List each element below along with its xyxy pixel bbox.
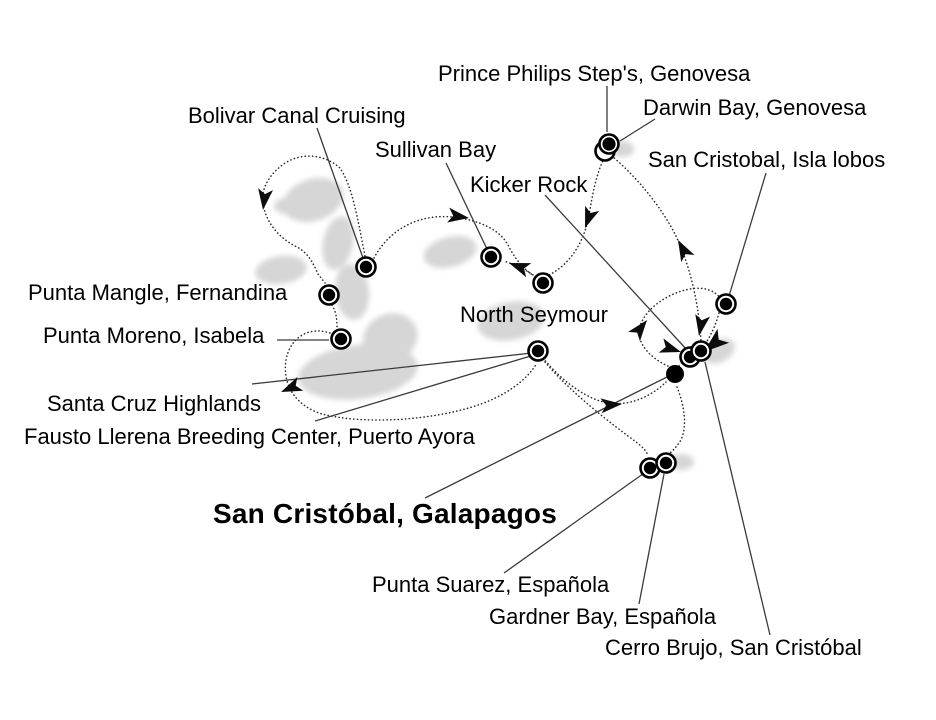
san-cristobal-port-marker — [666, 365, 684, 383]
route-mangle-moreno — [331, 304, 338, 328]
island-isabela-snout — [274, 198, 300, 214]
route-genovesa-seymour — [548, 157, 605, 276]
arrow-north-to-genovesa — [678, 240, 695, 263]
route-santacruz-espanola — [544, 361, 649, 457]
leader-cerro-brujo — [704, 361, 771, 636]
gardner-bay-marker — [655, 452, 677, 474]
arrow-to-sullivan-east — [447, 207, 469, 223]
label-darwin-bay: Darwin Bay, Genovesa — [643, 95, 867, 120]
route-santacruz-port — [542, 357, 667, 405]
label-sullivan-bay: Sullivan Bay — [375, 137, 497, 162]
island-santiago — [423, 236, 477, 268]
arrow-to-port — [600, 398, 622, 414]
label-fausto-llerena: Fausto Llerena Breeding Center, Puerto A… — [24, 424, 475, 449]
island-santa-cruz — [477, 301, 545, 341]
arrow-genovesa-south — [585, 205, 600, 228]
punta-mangle-marker — [318, 284, 340, 306]
bolivar-canal-marker — [355, 256, 377, 278]
leader-port-title — [424, 376, 668, 499]
north-seymour-marker — [532, 272, 554, 294]
arrow-to-islalobos — [628, 320, 647, 342]
label-punta-mangle: Punta Mangle, Fernandina — [28, 280, 288, 305]
leader-kicker-rock — [544, 194, 688, 351]
route-islalobos-cluster — [705, 312, 720, 344]
route-cluster-genovesa — [612, 156, 702, 341]
punta-moreno-marker — [330, 328, 352, 350]
leader-bolivar — [316, 127, 364, 259]
site-markers — [318, 133, 737, 479]
leader-fausto — [314, 354, 535, 422]
label-cerro-brujo: Cerro Brujo, San Cristóbal — [605, 635, 862, 660]
route-bolivar-seymour — [373, 215, 535, 277]
leader-isla-lobos — [728, 172, 767, 297]
arrow-into-sullivan — [509, 263, 532, 278]
label-punta-suarez: Punta Suarez, Española — [372, 572, 610, 597]
leader-sullivan — [445, 162, 488, 250]
label-gardner-bay: Gardner Bay, Española — [489, 604, 717, 629]
arrow-to-highlands — [281, 376, 304, 392]
island-isabela-body — [334, 264, 370, 320]
leader-punta-suarez — [503, 470, 648, 574]
route-isabela-loop — [261, 155, 366, 284]
arrow-into-cluster-left — [658, 338, 681, 353]
route-port-islalobos — [638, 287, 721, 367]
sullivan-bay-marker — [480, 246, 502, 268]
santa-cruz-marker — [527, 340, 549, 362]
label-bolivar-canal: Bolivar Canal Cruising — [188, 103, 406, 128]
leader-gardner-bay — [638, 473, 665, 605]
label-kicker-rock: Kicker Rock — [470, 172, 588, 197]
label-isla-lobos: San Cristobal, Isla lobos — [648, 147, 886, 172]
route-arrows — [258, 188, 730, 414]
label-north-seymour: North Seymour — [460, 302, 608, 327]
route-port-espanola — [667, 386, 686, 456]
island-isabela-neck — [322, 216, 354, 270]
genovesa-markers — [594, 133, 620, 162]
label-santa-cruz-highlands: Santa Cruz Highlands — [47, 391, 262, 416]
isla-lobos-marker — [715, 293, 737, 315]
leader-highlands — [251, 352, 533, 385]
cerro-brujo-marker — [690, 340, 712, 362]
island-fernandina — [255, 255, 307, 285]
leader-lines — [251, 86, 771, 636]
label-port-title: San Cristóbal, Galapagos — [213, 498, 557, 529]
label-prince-philips-steps: Prince Philips Step's, Genovesa — [438, 61, 751, 86]
arrow-into-cluster-top — [695, 314, 711, 336]
island-isabela-head — [282, 177, 344, 223]
label-punta-moreno: Punta Moreno, Isabela — [43, 323, 265, 348]
arrow-west-loop — [258, 188, 274, 210]
leader-darwin-bay — [619, 118, 656, 142]
